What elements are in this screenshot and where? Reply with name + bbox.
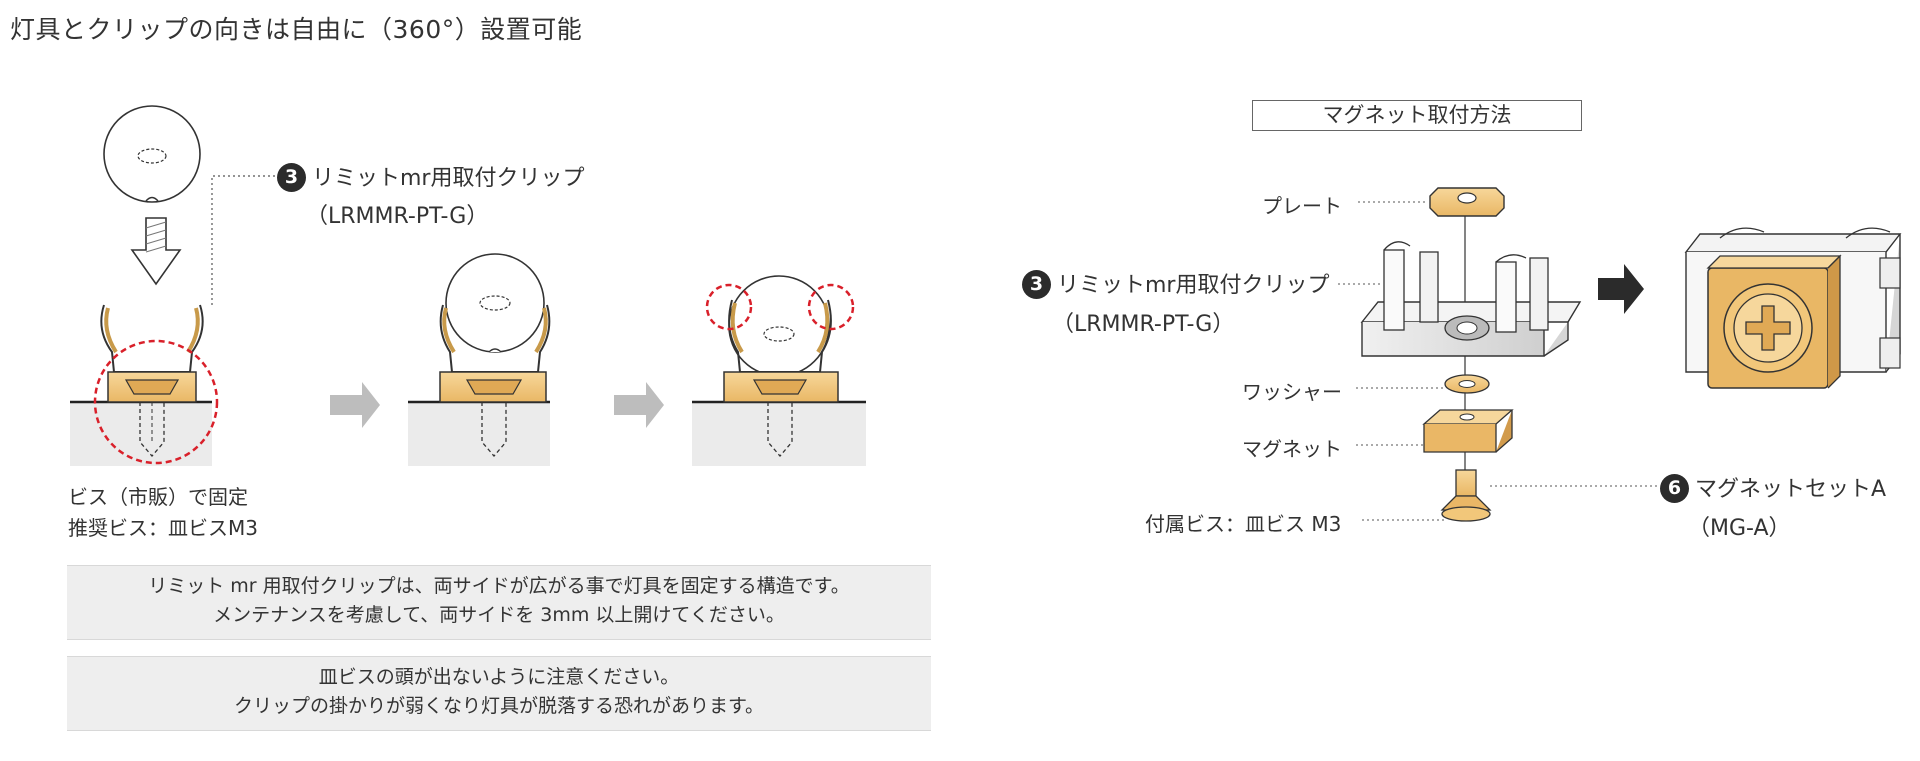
- step1-diagram: [70, 105, 282, 466]
- page-title: 灯具とクリップの向きは自由に（360°）設置可能: [10, 15, 583, 44]
- magnet-assembled-view: [1684, 227, 1902, 389]
- result-arrow-icon: [1598, 264, 1644, 314]
- screw-recommend-note: 推奨ビス：皿ビスM3: [68, 516, 258, 540]
- magnet-section-title: マグネット取付方法: [1252, 100, 1582, 131]
- note-1-line-1: リミット mr 用取付クリップは、両サイドが広がる事で灯具を固定する構造です。: [148, 575, 850, 597]
- step3-diagram: [692, 275, 866, 466]
- magnet-clip-label: リミットmr用取付クリップ: [1057, 273, 1330, 298]
- step2-diagram: [408, 253, 551, 466]
- washer-label: ワッシャー: [1242, 380, 1342, 404]
- magnet-label: マグネット: [1242, 437, 1342, 461]
- badge-3-magnet: 3: [1022, 270, 1051, 299]
- magnet-exploded-view: [1338, 187, 1658, 522]
- highlight-circle: [93, 339, 219, 465]
- note-2-line-2: クリップの掛かりが弱くなり灯具が脱落する恐れがあります。: [233, 695, 765, 717]
- fixture-top-circle: [103, 105, 201, 203]
- badge-3: 3: [277, 163, 306, 192]
- badge-6: 6: [1660, 474, 1689, 503]
- note-1-line-2: メンテナンスを考慮して、両サイドを 3mm 以上開けてください。: [213, 604, 785, 626]
- right-arrow-icon-2: [614, 382, 664, 428]
- screw-fix-note: ビス（市販）で固定: [68, 485, 248, 509]
- note-box-2: 皿ビスの頭が出ないように注意ください。 クリップの掛かりが弱くなり灯具が脱落する…: [67, 656, 931, 731]
- clip-label: リミットmr用取付クリップ: [312, 166, 585, 191]
- note-2-line-1: 皿ビスの頭が出ないように注意ください。: [318, 666, 680, 688]
- right-arrow-icon: [330, 382, 380, 428]
- down-arrow-icon: [130, 217, 182, 286]
- magnet-clip-code: （LRMMR-PT-G）: [1052, 312, 1235, 337]
- magnet-set-label: マグネットセットA: [1695, 477, 1887, 502]
- magnet-set-code: （MG-A）: [1688, 516, 1791, 541]
- clip-code: （LRMMR-PT-G）: [306, 204, 489, 229]
- note-box-1: リミット mr 用取付クリップは、両サイドが広がる事で灯具を固定する構造です。 …: [67, 565, 931, 640]
- plate-label: プレート: [1262, 194, 1342, 218]
- screw-label: 付属ビス：皿ビス M3: [1145, 512, 1342, 536]
